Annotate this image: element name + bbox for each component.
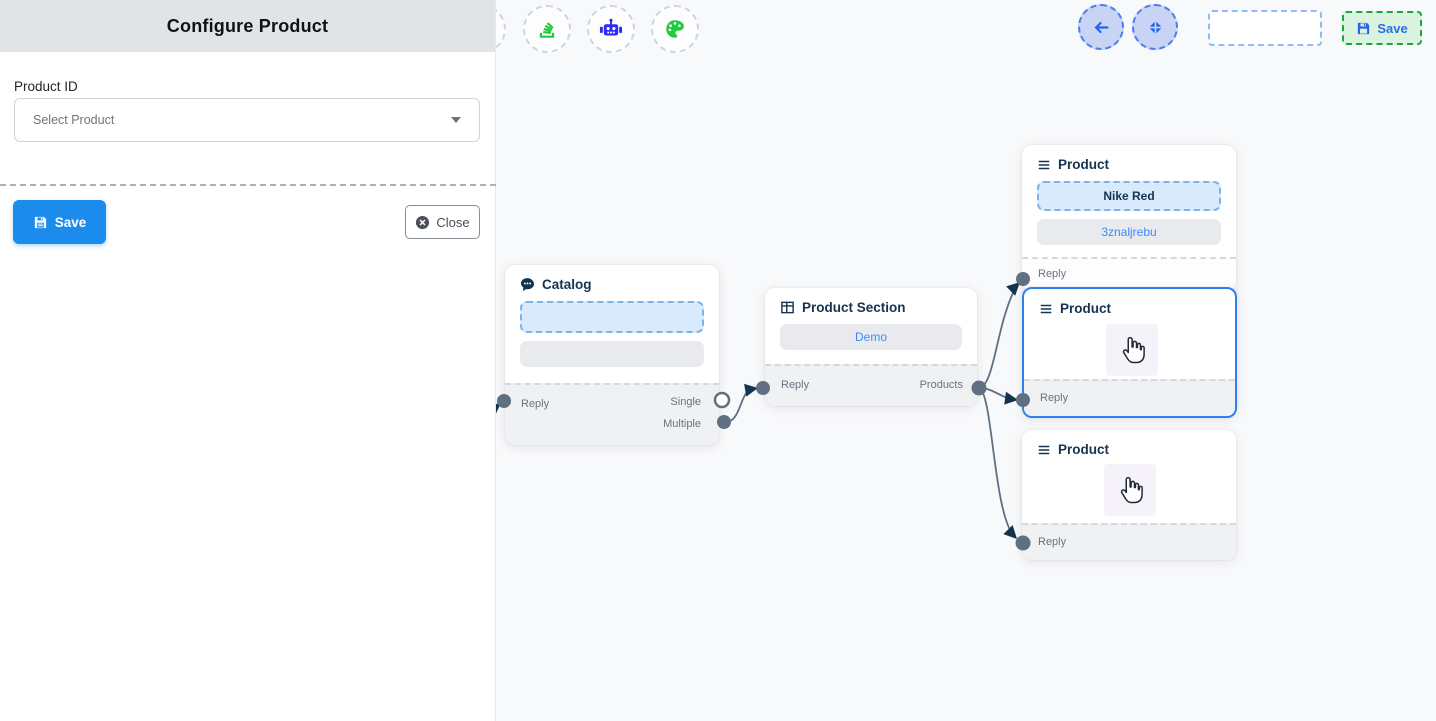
section-item-label: Demo <box>854 330 887 344</box>
configure-product-panel: Configure Product Product ID Select Prod… <box>0 0 496 721</box>
edge-products-to-product1 <box>978 284 1018 389</box>
node-title: Product Section <box>802 300 906 315</box>
canvas-save-button[interactable]: Save <box>1342 11 1422 45</box>
node-product-section[interactable]: Product Section Demo Reply Products <box>765 288 977 406</box>
save-icon <box>34 216 46 228</box>
node-product-2[interactable]: Product Reply <box>1022 287 1237 418</box>
arrowhead <box>1004 391 1018 405</box>
handle-catalog-multiple[interactable] <box>717 415 731 429</box>
menu-icon <box>1038 445 1050 454</box>
product-item-selected[interactable]: Nike Red <box>1037 181 1221 211</box>
handle-label-reply: Reply <box>1038 536 1067 548</box>
product-item[interactable]: 3znaljrebu <box>1037 219 1221 245</box>
node-catalog-header: Catalog <box>505 265 719 301</box>
save-icon <box>1358 22 1370 34</box>
empty-dashed-box[interactable] <box>1208 10 1322 46</box>
panel-header: Configure Product <box>0 0 495 52</box>
catalog-option[interactable] <box>520 341 704 367</box>
handle-label-reply: Reply <box>1040 392 1069 404</box>
node-title: Product <box>1058 157 1110 172</box>
divider <box>0 184 496 186</box>
edge-into-catalog <box>496 404 500 409</box>
handle-label-reply: Reply <box>1038 268 1067 280</box>
flow-canvas[interactable]: Save Catalog Reply Single Multiple Produ… <box>496 0 1436 721</box>
node-product-2-footer: Reply <box>1024 379 1235 416</box>
canvas-save-label: Save <box>1377 20 1408 36</box>
chevron-down-icon <box>451 117 461 123</box>
close-icon <box>416 215 430 229</box>
hand-cursor <box>1106 324 1158 376</box>
handle-label-multiple: Multiple <box>663 418 701 430</box>
menu-icon <box>1038 160 1050 169</box>
toolbar-button-bot[interactable] <box>587 5 635 53</box>
node-product-3-header: Product <box>1022 430 1236 466</box>
node-product-3-footer: Reply <box>1022 523 1236 560</box>
handle-label-products: Products <box>919 379 963 391</box>
handle-label-single: Single <box>670 396 701 408</box>
handle-label-reply: Reply <box>521 398 550 410</box>
catalog-option-selected[interactable] <box>520 301 704 333</box>
toolbar-button-layers[interactable] <box>523 5 571 53</box>
robot-icon <box>599 18 623 36</box>
chat-bubble-icon <box>520 278 535 292</box>
edge-products-to-product3 <box>978 387 1015 537</box>
product-select[interactable]: Select Product <box>14 98 480 142</box>
fit-view-icon <box>1149 21 1161 33</box>
node-product-3[interactable]: Product Reply <box>1022 430 1236 560</box>
node-title: Product <box>1058 442 1110 457</box>
save-button[interactable]: Save <box>13 200 106 244</box>
toolbar-button-hidden[interactable] <box>496 5 506 53</box>
layers-icon <box>539 22 555 38</box>
node-product-section-header: Product Section <box>765 288 977 324</box>
node-title: Catalog <box>542 277 592 292</box>
product-item-label: Nike Red <box>1103 189 1155 203</box>
node-catalog-footer: Reply Single Multiple <box>505 383 719 445</box>
node-product-1-header: Product <box>1022 145 1236 181</box>
node-catalog[interactable]: Catalog Reply Single Multiple <box>505 265 719 445</box>
node-product-1[interactable]: Product Nike Red 3znaljrebu Reply <box>1022 145 1236 291</box>
edge-multiple-to-section <box>723 388 754 423</box>
arrowhead <box>744 383 758 397</box>
node-title: Product <box>1060 301 1112 316</box>
handle-label-reply: Reply <box>781 379 810 391</box>
toolbar-button-theme[interactable] <box>651 5 699 53</box>
close-button-label: Close <box>436 214 470 230</box>
section-item-demo[interactable]: Demo <box>780 324 962 350</box>
edge-products-to-product2 <box>978 387 1015 400</box>
fit-view-button[interactable] <box>1132 4 1178 50</box>
node-product-1-footer: Reply <box>1022 257 1236 291</box>
arrowhead <box>496 403 501 416</box>
save-button-label: Save <box>54 214 87 230</box>
node-product-2-header: Product <box>1024 289 1235 325</box>
palette-icon <box>666 20 684 38</box>
grid-icon <box>781 301 794 314</box>
product-item-label: 3znaljrebu <box>1101 225 1157 239</box>
menu-icon <box>1040 304 1052 313</box>
page-title: Configure Product <box>166 15 329 36</box>
close-button[interactable]: Close <box>405 205 480 239</box>
back-button[interactable] <box>1078 4 1124 50</box>
product-id-label: Product ID <box>14 79 78 94</box>
node-product-section-footer: Reply Products <box>765 364 977 406</box>
hand-cursor <box>1104 464 1156 516</box>
arrowhead <box>1003 525 1017 539</box>
product-select-value: Select Product <box>33 113 115 127</box>
back-arrow-icon <box>1094 21 1109 33</box>
